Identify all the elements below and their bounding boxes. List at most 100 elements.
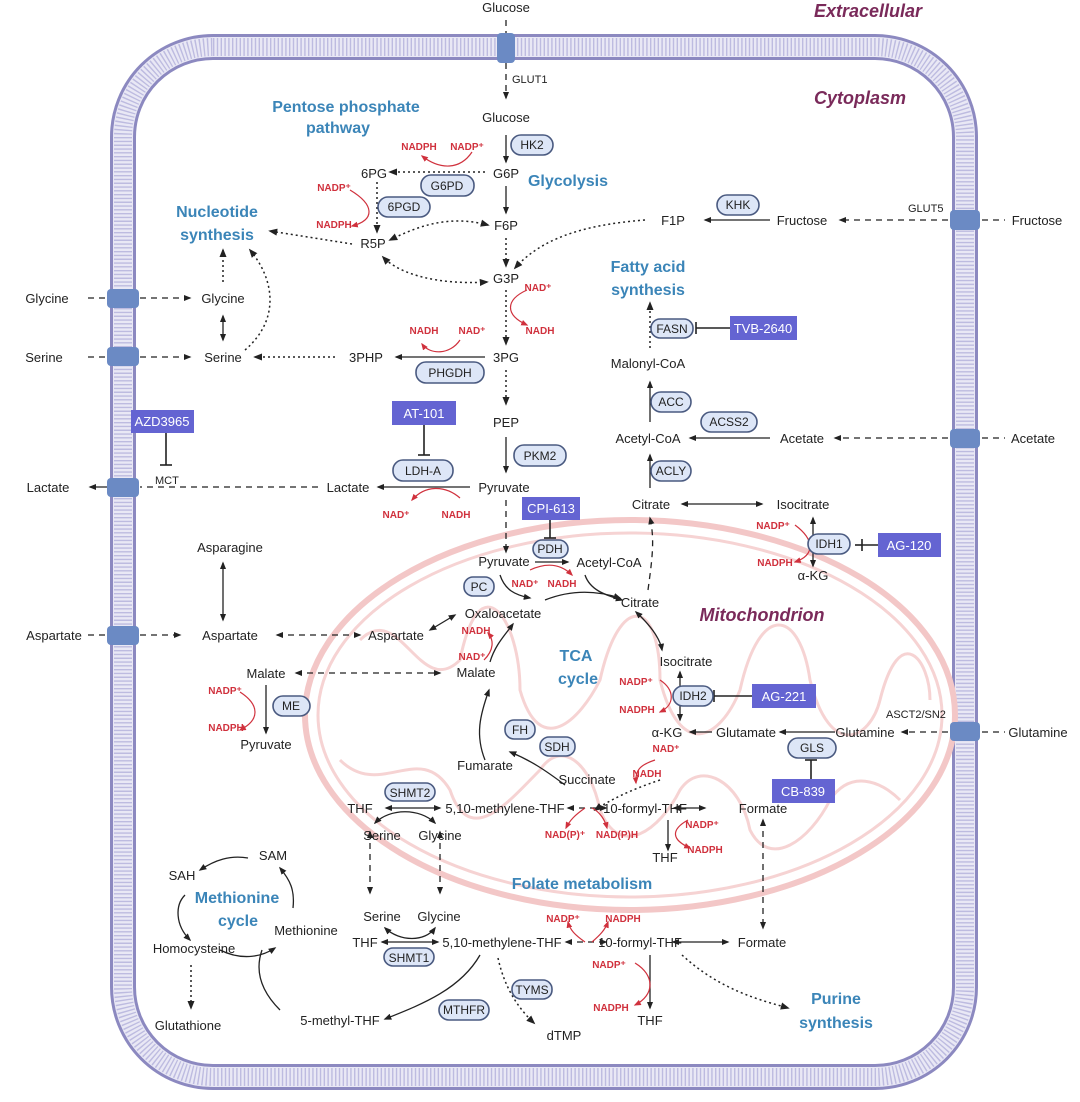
asct2-transporter [950, 722, 980, 741]
enzyme-g6pd[interactable]: G6PD [420, 174, 475, 197]
nucleotide-label: Nucleotide [176, 204, 258, 221]
metabolite-akg-cyto: α-KG [798, 568, 829, 583]
svg-text:ACSS2: ACSS2 [709, 415, 749, 429]
metabolite-g6p: G6P [493, 166, 519, 181]
cofactor-label: NADPH [401, 142, 437, 153]
metabolite-akg-mito: α-KG [652, 725, 683, 740]
enzyme-pc[interactable]: PC [463, 576, 495, 597]
drug-at101[interactable]: AT-101 [392, 401, 456, 425]
fatty-acid-label-2: synthesis [611, 282, 685, 299]
svg-text:G6PD: G6PD [431, 179, 464, 193]
glut5-label: GLUT5 [908, 203, 943, 215]
cofactor-label: NAD⁺ [459, 326, 486, 337]
purine-label: Purine [811, 991, 861, 1008]
drug-tvb2640[interactable]: TVB-2640 [730, 316, 797, 340]
cell-membrane [110, 34, 978, 1090]
metabolite-malate-cyto: Malate [246, 666, 285, 681]
tca-label-2: cycle [558, 671, 598, 688]
metabolite-3php: 3PHP [349, 350, 383, 365]
cofactor-label: NAD⁺ [383, 510, 410, 521]
cofactor-label: NADH [410, 326, 439, 337]
cofactors: NADPH NADP⁺ NADP⁺ NADPH NAD⁺ NADH NADH N… [208, 142, 793, 1014]
svg-text:SHMT2: SHMT2 [390, 786, 431, 800]
glut1-transporter [497, 33, 515, 63]
metabolite-methylene-thf-mito: 5,10-methylene-THF [445, 801, 564, 816]
metabolite-serine-cyto: Serine [363, 909, 401, 924]
metabolite-citrate-cyto: Citrate [632, 497, 670, 512]
cofactor-arcs [238, 151, 811, 1006]
enzyme-khk[interactable]: KHK [716, 194, 760, 216]
metabolite-formyl-thf-mito: 10-formyl-THF [603, 801, 687, 816]
enzyme-phgdh[interactable]: PHGDH [415, 361, 485, 384]
svg-text:CPI-613: CPI-613 [527, 501, 575, 516]
drug-ag120[interactable]: AG-120 [878, 533, 941, 557]
metabolite-succinate: Succinate [558, 772, 615, 787]
metabolite-glucose: Glucose [482, 110, 530, 125]
enzyme-ldha[interactable]: LDH-A [392, 459, 454, 482]
metabolite-glucose-ext: Glucose [482, 0, 530, 15]
fatty-acid-label: Fatty acid [611, 259, 686, 276]
reaction-arrows [88, 20, 1005, 1025]
ppp-label: Pentose phosphate [272, 99, 420, 116]
ppp-label-2: pathway [306, 120, 370, 137]
enzyme-acss2[interactable]: ACSS2 [700, 411, 758, 433]
metabolite-acetyl-coa-cyto: Acetyl-CoA [615, 431, 680, 446]
enzyme-sdh[interactable]: SDH [539, 736, 576, 757]
enzyme-hk2[interactable]: HK2 [510, 134, 554, 156]
enzyme-fh[interactable]: FH [504, 719, 536, 740]
metabolite-serine-ext: Serine [25, 350, 63, 365]
metabolite-formate-cyto: Formate [738, 935, 786, 950]
cofactor-label: NAD⁺ [459, 652, 486, 663]
enzyme-shmt1[interactable]: SHMT1 [383, 947, 435, 967]
metabolite-formate-mito: Formate [739, 801, 787, 816]
metabolite-glycine-cyto: Glycine [417, 909, 460, 924]
enzyme-fasn[interactable]: FASN [650, 318, 694, 339]
metabolite-glycine: Glycine [201, 291, 244, 306]
cofactor-label: NADP⁺ [619, 677, 653, 688]
cofactor-label: NADPH [593, 1003, 629, 1014]
cofactor-label: NAD⁺ [653, 744, 680, 755]
enzyme-idh2[interactable]: IDH2 [672, 685, 714, 707]
svg-text:IDH2: IDH2 [679, 689, 707, 703]
enzyme-pkm2[interactable]: PKM2 [513, 444, 567, 467]
svg-text:KHK: KHK [726, 198, 751, 212]
enzyme-mthfr[interactable]: MTHFR [438, 999, 490, 1021]
metabolite-acetyl-coa-mito: Acetyl-CoA [576, 555, 641, 570]
svg-text:LDH-A: LDH-A [405, 464, 441, 478]
acetate-transporter [950, 429, 980, 448]
svg-text:AG-221: AG-221 [762, 689, 807, 704]
drug-cb839[interactable]: CB-839 [772, 779, 835, 803]
mct-label: MCT [155, 475, 179, 487]
enzyme-gls[interactable]: GLS [787, 737, 837, 759]
enzyme-tyms[interactable]: TYMS [511, 979, 553, 1000]
svg-text:AZD3965: AZD3965 [135, 414, 190, 429]
enzyme-idh1[interactable]: IDH1 [807, 533, 851, 555]
metabolite-isocitrate-cyto: Isocitrate [777, 497, 830, 512]
enzyme-shmt2[interactable]: SHMT2 [384, 782, 436, 802]
asct2-label: ASCT2/SN2 [886, 709, 946, 721]
svg-text:TYMS: TYMS [515, 983, 548, 997]
metabolite-asparagine: Asparagine [197, 540, 263, 555]
metabolite-g3p: G3P [493, 271, 519, 286]
enzyme-6pgd[interactable]: 6PGD [377, 196, 431, 218]
drug-cpi613[interactable]: CPI-613 [522, 497, 580, 520]
cofactor-label: NADPH [687, 845, 723, 856]
enzyme-me[interactable]: ME [272, 695, 311, 717]
metabolite-thf-mito: THF [347, 801, 372, 816]
cofactor-label: NADPH [757, 558, 793, 569]
metabolite-fructose: Fructose [777, 213, 828, 228]
metabolite-fructose-ext: Fructose [1012, 213, 1063, 228]
metabolite-fumarate: Fumarate [457, 758, 513, 773]
svg-text:SHMT1: SHMT1 [389, 951, 430, 965]
enzyme-acc[interactable]: ACC [650, 391, 692, 413]
drug-azd3965[interactable]: AZD3965 [131, 410, 194, 433]
metabolite-sam: SAM [259, 848, 287, 863]
metabolite-serine-mito: Serine [363, 828, 401, 843]
mitochondrion-label: Mitochondrion [700, 605, 825, 625]
svg-text:AG-120: AG-120 [887, 538, 932, 553]
drug-ag221[interactable]: AG-221 [752, 684, 816, 708]
enzyme-acly[interactable]: ACLY [650, 460, 692, 482]
transporters [107, 33, 980, 741]
enzyme-pdh[interactable]: PDH [532, 539, 569, 559]
